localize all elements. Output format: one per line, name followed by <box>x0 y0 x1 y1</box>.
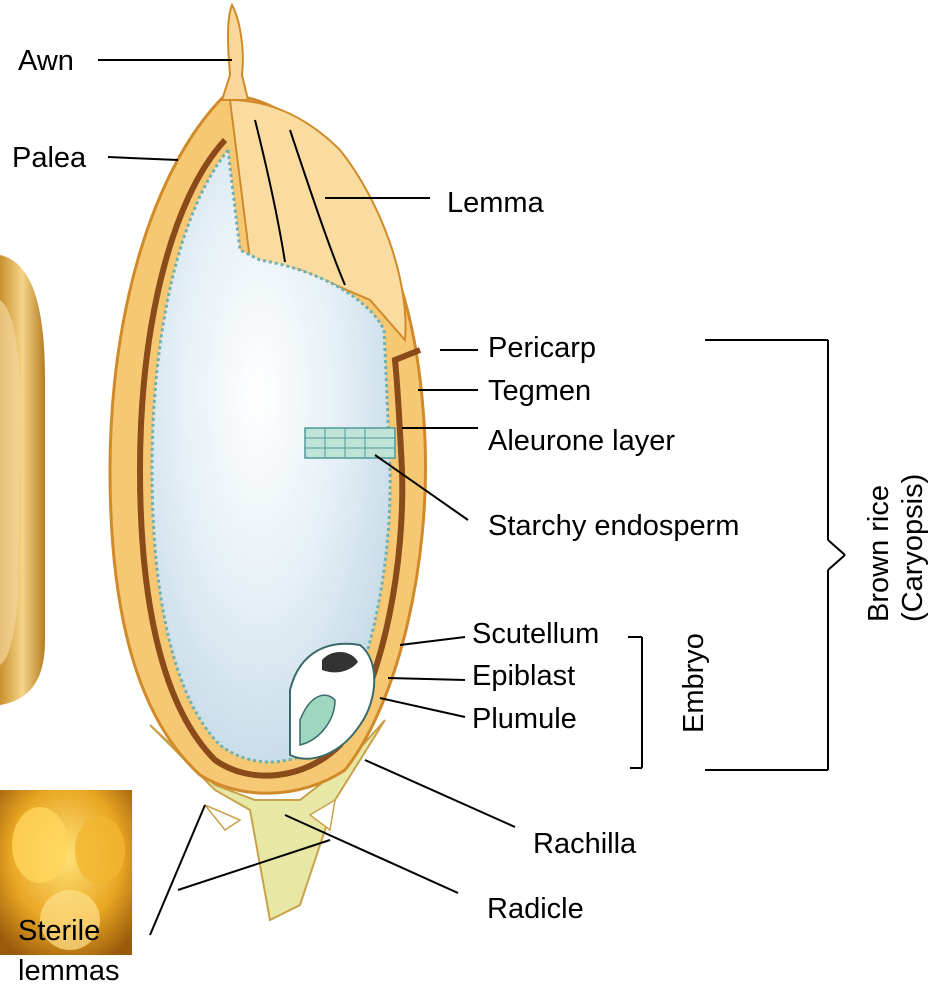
label-starchy-endosperm: Starchy endosperm <box>488 510 739 542</box>
label-scutellum: Scutellum <box>472 618 599 650</box>
label-radicle: Radicle <box>487 893 584 925</box>
label-lemmas: lemmas <box>18 955 120 987</box>
background-grain-photo <box>0 255 45 705</box>
label-palea: Palea <box>12 142 87 174</box>
brown-rice-bracket <box>705 340 845 770</box>
label-epiblast: Epiblast <box>472 660 575 692</box>
label-caryopsis: (Caryopsis) <box>897 474 929 622</box>
embryo-bracket <box>628 637 642 768</box>
label-awn: Awn <box>18 45 74 77</box>
awn-shape <box>222 5 248 100</box>
label-aleurone-layer: Aleurone layer <box>488 425 675 457</box>
label-sterile: Sterile <box>18 915 100 947</box>
label-brown-rice: Brown rice <box>863 485 895 622</box>
label-tegmen: Tegmen <box>488 375 591 407</box>
aleurone-cells <box>305 428 395 458</box>
label-lemma: Lemma <box>447 187 545 219</box>
label-pericarp: Pericarp <box>488 332 596 364</box>
label-rachilla: Rachilla <box>533 828 637 860</box>
label-plumule: Plumule <box>472 703 577 735</box>
label-embryo: Embryo <box>678 633 710 733</box>
